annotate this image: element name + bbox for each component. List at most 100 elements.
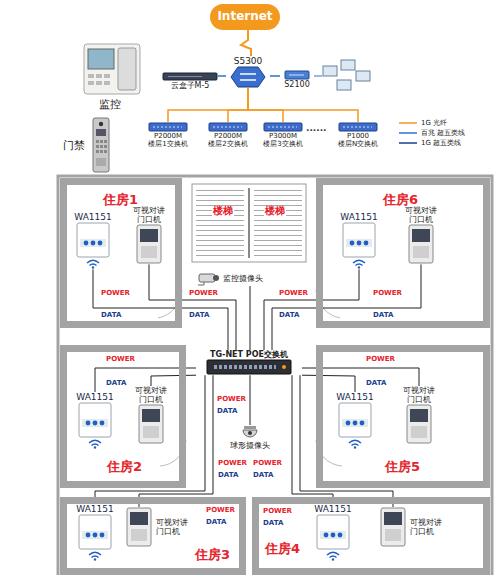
- legend-swatch: [398, 129, 418, 137]
- node-label: WA1151: [314, 504, 351, 514]
- wireless-ap: WA1151: [330, 392, 380, 449]
- legend-line: [399, 142, 417, 144]
- video-intercom: 可视对讲门口机: [124, 206, 174, 264]
- node-label: Internet: [217, 10, 272, 24]
- wifi-symbol: [351, 259, 367, 269]
- legend-text: 1G 光纤: [421, 119, 447, 127]
- wa-icon: [338, 402, 372, 438]
- node-label: WA1151: [76, 504, 113, 514]
- node-label: 楼层1交换机: [148, 140, 187, 148]
- power-label: POWER: [365, 356, 396, 363]
- wa-icon: [76, 222, 110, 258]
- node-label: 监控摄像头: [223, 274, 263, 283]
- cable: [228, 88, 248, 122]
- stair-label: 楼梯: [212, 206, 234, 216]
- bar-icon: [162, 72, 218, 81]
- power-label: POWER: [278, 290, 309, 297]
- dome-icon: [241, 425, 259, 441]
- legend-row: 1G 光纤: [398, 118, 465, 128]
- ic-icon: [408, 224, 434, 264]
- video-intercom: 可视对讲门口机: [380, 507, 454, 547]
- wireless-ap: WA1151: [308, 504, 358, 561]
- video-intercom: 可视对讲门口机: [396, 206, 446, 264]
- ic-icon: [380, 507, 406, 547]
- cable: [93, 269, 228, 350]
- room-title: 住房5: [385, 460, 420, 475]
- room: 住房1WA1151可视对讲门口机: [60, 178, 182, 328]
- wifi-symbol: [87, 551, 103, 561]
- wifi-symbol: [325, 551, 341, 561]
- power-label: POWER: [205, 507, 236, 514]
- data-label: DATA: [365, 380, 387, 387]
- node-label: WA1151: [340, 212, 377, 222]
- node-label: S5300: [234, 56, 263, 66]
- node-label: P2000M: [214, 132, 242, 140]
- floor-switch: P2000M楼层2交换机: [200, 122, 256, 148]
- ic-icon: [406, 404, 432, 444]
- data-label: DATA: [262, 520, 284, 527]
- legend: 1G 光纤百兆 超五类线 1G 超五类线: [398, 118, 465, 148]
- floor-switch: P3000M楼层3交换机: [255, 122, 311, 148]
- room-title: 住房3: [195, 548, 230, 563]
- data-label: DATA: [188, 312, 210, 319]
- wifi-symbol: [87, 439, 103, 449]
- legend-swatch: [398, 139, 418, 147]
- node-label: WA1151: [76, 392, 113, 402]
- cable: [272, 264, 421, 350]
- device-caption: 监控: [98, 99, 122, 110]
- node-label: 可视对讲门口机: [156, 518, 190, 536]
- node-label: 可视对讲门口机: [410, 518, 444, 536]
- cable: [248, 88, 358, 122]
- node-label: TG-NET POE交换机: [210, 350, 288, 359]
- video-intercom: 可视对讲门口机: [394, 386, 444, 444]
- node-label: P3000M: [269, 132, 297, 140]
- data-label: DATA: [372, 312, 394, 319]
- room: 住房5 WA1151 可视对讲门口机: [316, 345, 490, 488]
- data-label: DATA: [216, 408, 238, 415]
- power-label: POWER: [188, 290, 219, 297]
- cam-icon: [196, 272, 220, 286]
- fs-icon: [208, 122, 248, 132]
- cable: [168, 88, 248, 122]
- power-label: POWER: [372, 290, 403, 297]
- legend-row: 1G 超五类线: [398, 138, 465, 148]
- node-label: 可视对讲门口机: [402, 386, 436, 404]
- internet-cloud: Internet: [210, 4, 280, 30]
- door-access-panel: [93, 118, 109, 172]
- room-title: 住房6: [383, 193, 418, 208]
- power-label: POWER: [217, 460, 248, 467]
- stairs: [192, 184, 306, 262]
- wifi-symbol: [347, 439, 363, 449]
- wireless-ap: WA1151: [70, 504, 120, 561]
- node-label: 云盒子M-5: [171, 81, 210, 90]
- node-label: 楼层2交换机: [208, 140, 247, 148]
- building-outline: [58, 176, 492, 575]
- node-label: 可视对讲门口机: [132, 206, 166, 224]
- legend-text: 百兆 超五类线: [421, 129, 465, 137]
- cable: [151, 375, 196, 386]
- legend-row: 百兆 超五类线: [398, 128, 465, 138]
- power-label: POWER: [252, 460, 283, 467]
- ic-icon: [126, 507, 152, 547]
- video-intercom: 可视对讲门口机: [126, 386, 176, 444]
- power-label: POWER: [262, 508, 293, 515]
- legend-line: [399, 132, 417, 134]
- access-switch: S2100: [280, 70, 314, 89]
- room-title: 住房4: [265, 542, 300, 557]
- monitor-device: [84, 44, 140, 94]
- data-label: DATA: [217, 472, 239, 479]
- room: 住房2WA1151可视对讲门口机: [60, 345, 186, 488]
- stair-label: 楼梯: [264, 206, 286, 216]
- legend-text: 1G 超五类线: [421, 139, 461, 147]
- data-label: DATA: [205, 519, 227, 526]
- node-label: 可视对讲门口机: [404, 206, 438, 224]
- wireless-ap: WA1151: [70, 392, 120, 449]
- wireless-ap: WA1151: [334, 212, 384, 269]
- wifi-symbol: [85, 259, 101, 269]
- data-label: DATA: [100, 312, 122, 319]
- fs-icon: [263, 122, 303, 132]
- legend-line: [399, 122, 417, 124]
- cable: [250, 375, 251, 425]
- video-intercom: 可视对讲门口机: [126, 507, 200, 547]
- cable: [302, 375, 355, 392]
